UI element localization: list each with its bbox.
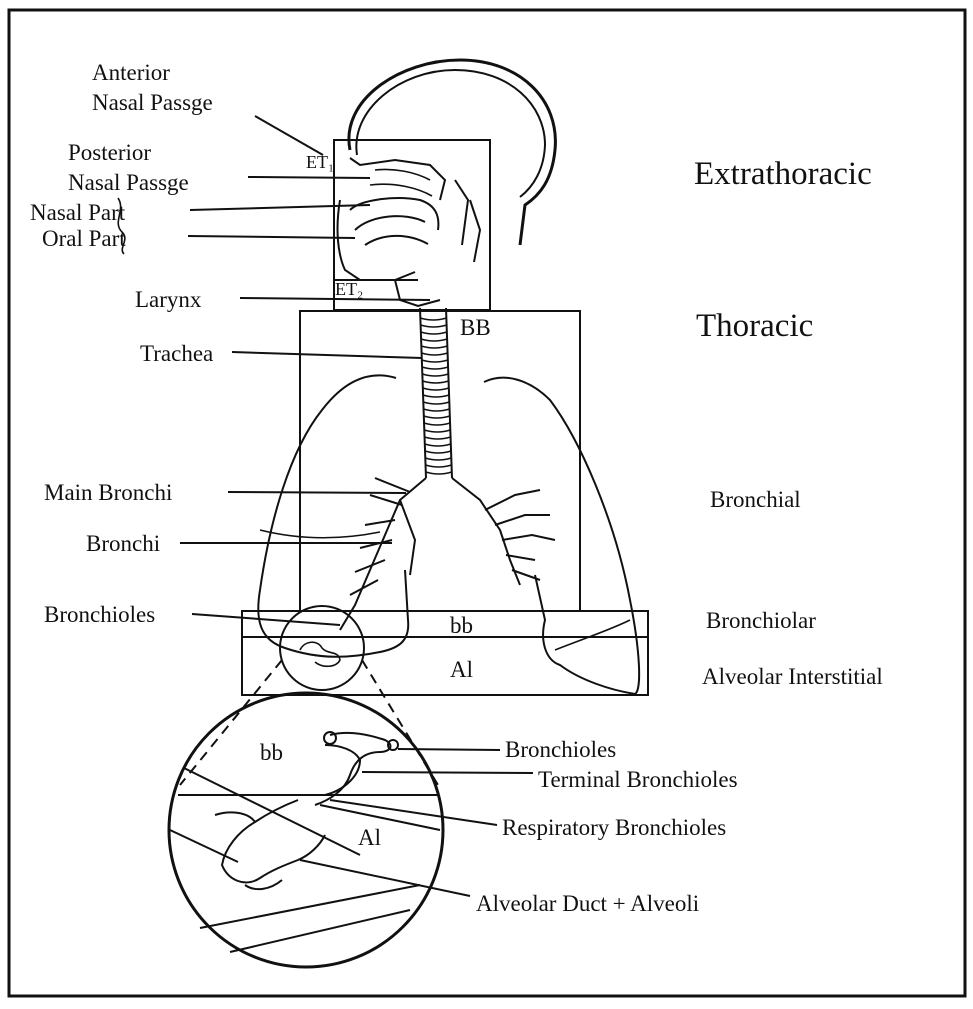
al-box-label: Al — [450, 657, 473, 682]
trachea-ring — [420, 318, 446, 320]
alveolar-duct-leader — [300, 860, 470, 896]
nasal-part-label: Nasal Part — [30, 200, 126, 225]
oral-part-leader — [188, 236, 355, 238]
inset-bronchioles-label: Bronchioles — [505, 737, 616, 762]
thoracic-label: Thoracic — [696, 308, 813, 344]
trachea-ring — [423, 395, 449, 397]
bronchioles-leader — [192, 614, 340, 625]
trachea-ring — [423, 388, 449, 390]
et1-label: ET₁ — [306, 152, 334, 172]
bronchi-label: Bronchi — [86, 531, 160, 556]
trachea-label: Trachea — [140, 341, 213, 366]
trachea-ring — [421, 339, 447, 341]
et2-label: ET₂ — [335, 279, 363, 299]
bronchial-label: Bronchial — [710, 487, 801, 512]
alveolar-interstitial-label: Alveolar Interstitial — [702, 664, 883, 689]
trachea-ring — [425, 444, 451, 446]
posterior-leader — [248, 177, 370, 178]
bb-lower-box — [242, 611, 648, 637]
trachea-ring — [421, 325, 447, 327]
trachea-leader — [232, 352, 422, 358]
inset-al-label: Al — [358, 825, 381, 850]
main-bronchi-label: Main Bronchi — [44, 480, 172, 505]
extrathoracic-label: Extrathoracic — [694, 156, 872, 192]
bronchioles-label: Bronchioles — [44, 602, 155, 627]
trachea-ring — [422, 353, 448, 355]
trachea-ring — [423, 381, 449, 383]
trachea-ring — [421, 332, 447, 334]
trachea — [420, 308, 452, 478]
head-outline — [338, 60, 556, 306]
anterior-label-1: Anterior — [92, 60, 170, 85]
larynx-label: Larynx — [135, 287, 202, 312]
trachea-ring — [425, 437, 451, 439]
terminal-bronchioles-label: Terminal Bronchioles — [538, 767, 738, 792]
trachea-ring — [425, 451, 451, 453]
oral-part-label: Oral Part — [42, 226, 126, 251]
trachea-ring — [422, 367, 448, 369]
bronchiolar-label: Bronchiolar — [706, 608, 816, 633]
inset-bb-label: bb — [260, 740, 283, 765]
inset-airway — [215, 732, 398, 889]
trachea-ring — [425, 458, 451, 460]
right-lung — [484, 378, 639, 694]
inset-bronchioles-leader — [398, 749, 500, 750]
posterior-label-1: Posterior — [68, 140, 151, 165]
inset-boundaries — [170, 768, 440, 952]
bb-lower-label: bb — [450, 613, 473, 638]
trachea-ring — [424, 416, 450, 418]
trachea-ring — [426, 465, 452, 467]
anterior-label-2: Nasal Passge — [92, 90, 213, 115]
terminal-bronchioles-leader — [362, 772, 533, 773]
bb-upper-label: BB — [460, 315, 491, 340]
respiratory-bronchioles-label: Respiratory Bronchioles — [502, 815, 726, 840]
larynx-leader — [240, 298, 430, 300]
left-lung — [258, 375, 408, 656]
trachea-ring — [424, 430, 450, 432]
trachea-ring — [426, 472, 452, 474]
trachea-ring — [424, 409, 450, 411]
bronchial-tree — [340, 478, 555, 630]
zoom-line-left — [180, 660, 282, 785]
trachea-ring — [422, 374, 448, 376]
alveolar-duct-label: Alveolar Duct + Alveoli — [476, 891, 699, 916]
nasal-part-leader — [190, 205, 370, 210]
trachea-ring — [422, 360, 448, 362]
trachea-ring — [424, 423, 450, 425]
trachea-ring — [421, 346, 447, 348]
main-bronchi-leader — [228, 492, 406, 493]
anterior-leader — [255, 116, 323, 155]
trachea-ring — [423, 402, 449, 404]
posterior-label-2: Nasal Passge — [68, 170, 189, 195]
